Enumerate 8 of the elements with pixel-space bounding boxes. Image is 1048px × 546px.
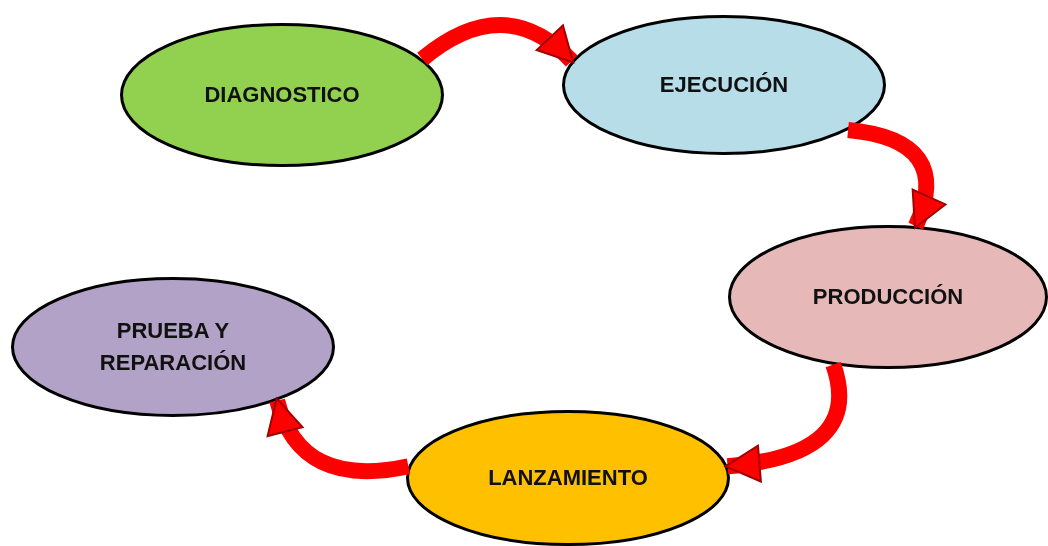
stage-label: PRODUCCIÓN: [811, 283, 965, 312]
curved-arrow: [417, 17, 578, 67]
stage-label: DIAGNOSTICO: [203, 81, 361, 110]
curved-arrow: [268, 397, 410, 479]
curved-arrow: [847, 122, 946, 230]
stage-label: PRUEBA Y REPARACIÓN: [98, 317, 248, 377]
stage-label: LANZAMIENTO: [487, 464, 649, 493]
stage-label: EJECUCIÓN: [658, 71, 790, 100]
